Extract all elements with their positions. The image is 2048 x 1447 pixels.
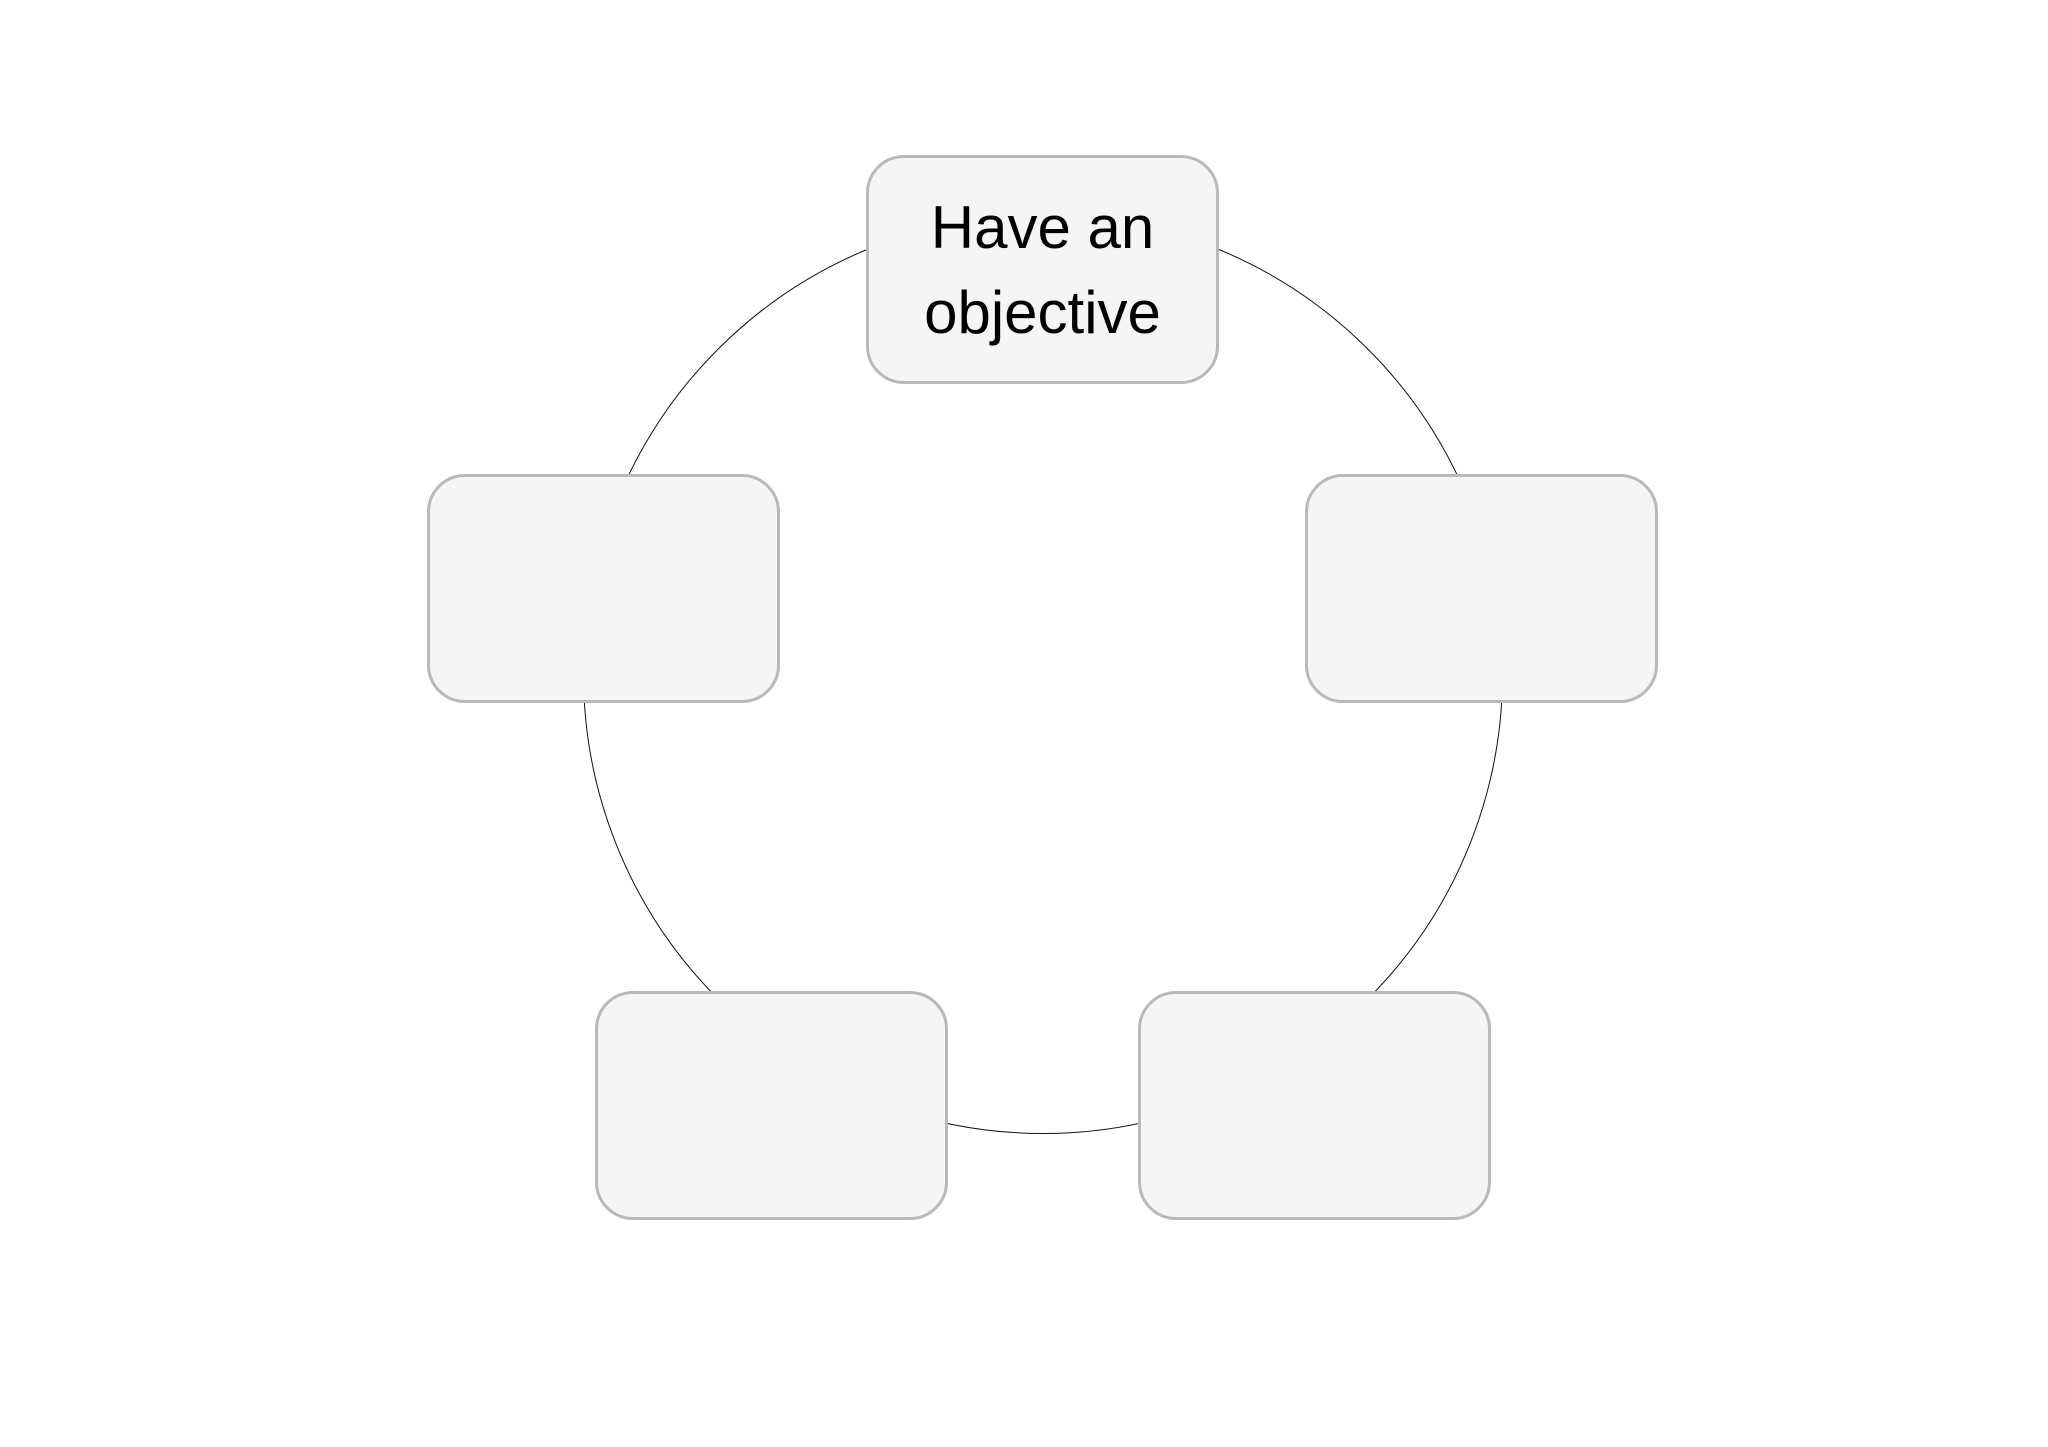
cycle-node-top[interactable]: Have an objective <box>866 155 1219 384</box>
cycle-node-right[interactable] <box>1305 474 1658 703</box>
cycle-node-bottom-left[interactable] <box>595 991 948 1220</box>
cycle-node-bottom-right[interactable] <box>1138 991 1491 1220</box>
cycle-node-left[interactable] <box>427 474 780 703</box>
cycle-node-top-label: Have an objective <box>924 193 1161 346</box>
